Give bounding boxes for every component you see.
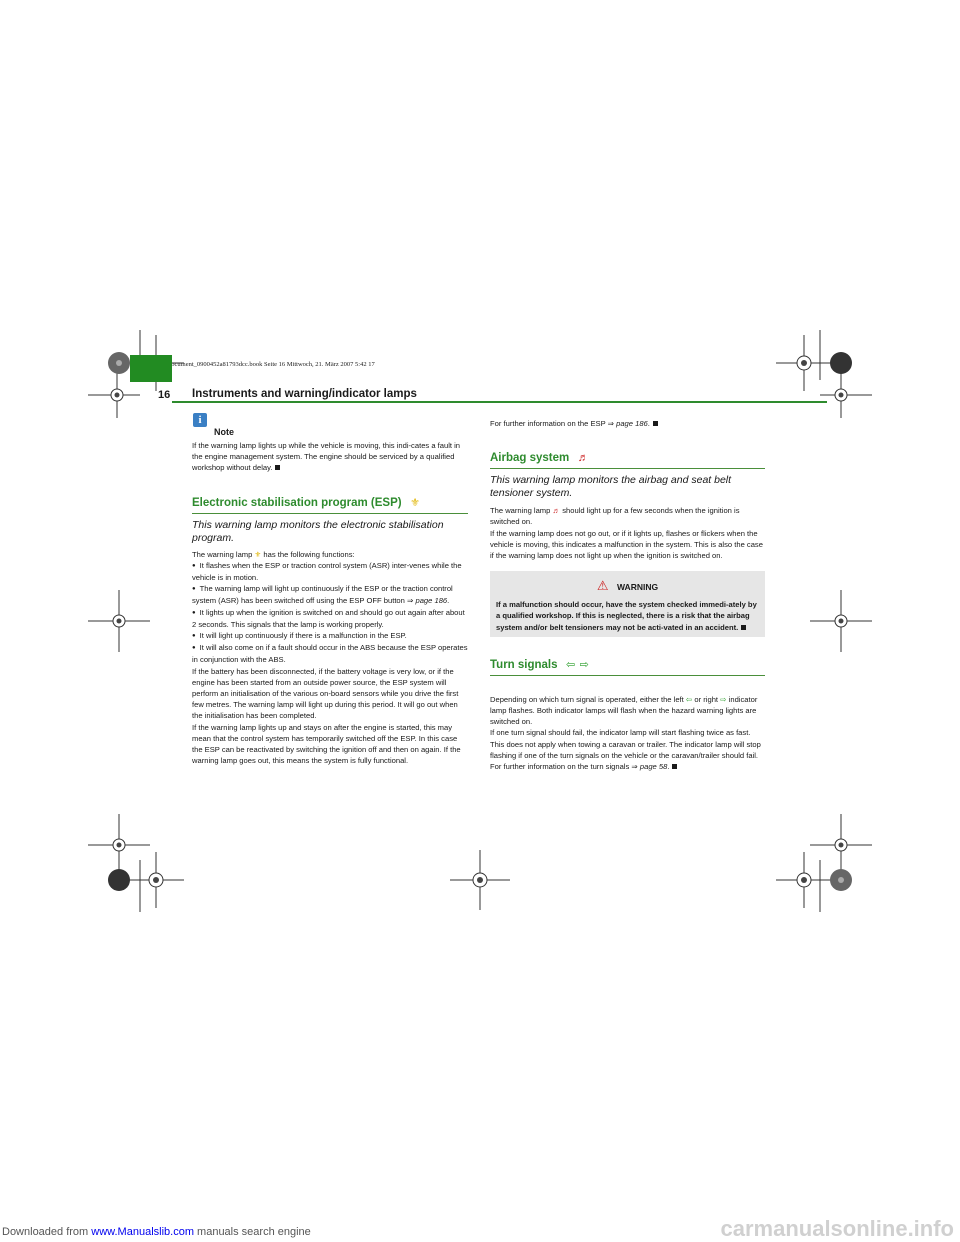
page-ref-link[interactable]: page 186	[616, 419, 648, 428]
airbag-paragraph-2: If the warning lamp does not go out, or …	[490, 528, 763, 561]
download-watermark: Downloaded from www.Manualslib.com manua…	[2, 1226, 311, 1238]
warning-label: WARNING	[617, 582, 659, 593]
file-stamp: document_0900452a81793dcc.book Seite 16 …	[168, 361, 375, 368]
airbag-section-title: Airbag system	[490, 452, 570, 465]
list-item: It will also come on if a fault should o…	[192, 642, 468, 665]
header-rule	[172, 401, 827, 403]
page-ref-link[interactable]: page 58	[639, 762, 668, 772]
esp-warning-icon: ⚜	[410, 496, 420, 509]
esp-intro: The warning lamp ⚜ has the following fun…	[192, 549, 355, 559]
right-column: For further information on the ESP ⇒ pag…	[490, 418, 765, 772]
battery-paragraph: If the battery has been disconnected, if…	[192, 666, 459, 721]
airbag-lamp-icon: ♬	[552, 506, 561, 516]
esp-subtitle: This warning lamp monitors the electroni…	[192, 518, 444, 544]
turn-paragraph-2: If one turn signal should fail, the indi…	[490, 728, 751, 738]
esp-section-title: Electronic stabilisation program (ESP)	[192, 496, 402, 509]
note-icon: i	[193, 413, 207, 427]
reactivate-paragraph: If the warning lamp lights up and stays …	[192, 722, 461, 766]
airbag-icon: ♬	[577, 452, 589, 465]
turn-right-lamp-icon: ⇨	[720, 694, 727, 704]
list-item: It flashes when the ESP or traction cont…	[192, 560, 468, 583]
end-mark	[652, 421, 658, 426]
end-mark	[672, 764, 678, 770]
page-number: 16	[158, 389, 171, 401]
left-column: If the warning lamp lights up while the …	[192, 440, 468, 766]
page-ref-link[interactable]: page 186	[415, 596, 448, 606]
note-text: If the warning lamp lights up while the …	[192, 441, 461, 473]
warning-text: If a malfunction should occur, have the …	[496, 600, 757, 632]
warning-box: ⚠ WARNING If a malfunction should occur,…	[490, 571, 765, 637]
warning-header: ⚠ WARNING	[496, 577, 759, 595]
end-mark	[741, 624, 747, 630]
turn-paragraph-3: This does not apply when towing a carava…	[490, 739, 761, 772]
list-item: It lights up when the ignition is switch…	[192, 607, 468, 630]
airbag-subtitle: This warning lamp monitors the airbag an…	[490, 474, 732, 500]
page-number-tab	[130, 355, 172, 382]
turn-right-icon: ⇨	[579, 658, 589, 671]
warning-triangle-icon: ⚠	[596, 578, 609, 594]
list-item: The warning lamp will light up continuou…	[192, 583, 468, 606]
turn-paragraph-1: Depending on which turn signal is operat…	[490, 694, 758, 727]
esp-lamp-icon: ⚜	[254, 549, 262, 559]
list-item: It will light up continuously if there i…	[192, 630, 468, 642]
turn-left-lamp-icon: ⇦	[685, 694, 693, 704]
manualslib-link[interactable]: www.Manualslib.com	[91, 1226, 194, 1238]
turn-left-icon: ⇦	[565, 658, 576, 671]
note-label: Note	[214, 427, 234, 437]
turn-signals-section-title: Turn signals	[490, 658, 558, 671]
end-mark	[275, 465, 281, 471]
airbag-paragraph-1: The warning lamp ♬ should light up for a…	[490, 506, 740, 527]
carmanuals-watermark: carmanualsonline.info	[720, 1216, 955, 1241]
esp-more-info: For further information on the ESP ⇒ pag…	[490, 418, 765, 429]
section-title: Instruments and warning/indicator lamps	[192, 388, 417, 400]
